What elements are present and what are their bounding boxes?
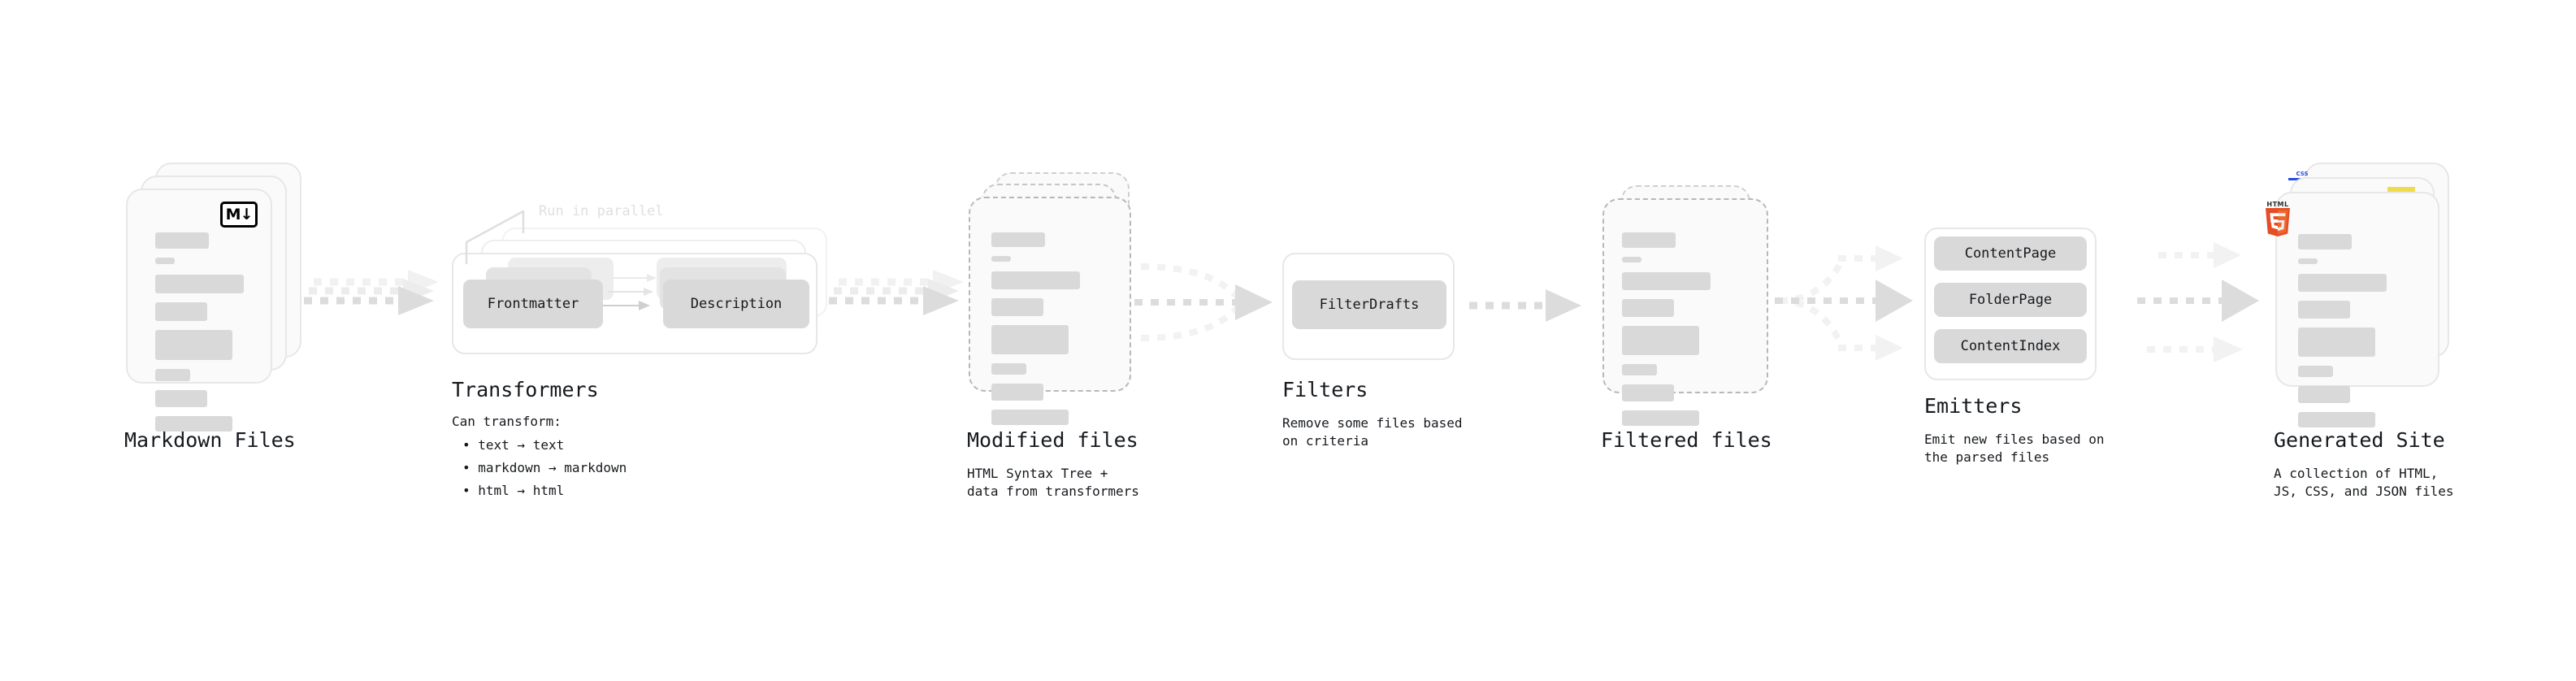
site-card-front: HTML [2266,192,2439,427]
modified-card-lines [991,232,1108,434]
transformer-node-description[interactable]: Description [663,280,809,328]
run-in-parallel-bracket [465,210,525,265]
filters-subtitle: Remove some files based on criteria [1282,415,1463,449]
connector-emitters-to-site [2137,242,2259,362]
filters-title: Filters [1282,378,1368,401]
markdown-badge: M↓ [220,202,258,228]
transformers-bullet-0: • text → text [462,436,564,454]
html5-shield-icon [2266,208,2290,236]
filtered-card-front [1602,198,1768,426]
transformers-bullet-1: • markdown → markdown [462,459,627,477]
emitter-node-contentindex-label: ContentIndex [1960,338,2061,354]
transformer-node-frontmatter[interactable]: Frontmatter [463,280,603,328]
emitter-node-contentpage[interactable]: ContentPage [1934,236,2087,271]
markdown-badge-label: M↓ [225,205,254,223]
emitters-title: Emitters [1924,394,2023,418]
markdown-card-front: M↓ [126,189,272,432]
generated-site-subtitle: A collection of HTML, JS, CSS, and JSON … [2274,466,2454,499]
modified-card-front [969,197,1131,425]
connector-md-to-transformers [304,270,439,315]
site-card-lines [2298,234,2417,436]
css-badge-label: CSS [2296,171,2309,177]
transformers-subtitle-text: Can transform: [452,414,562,429]
filter-node-filterdrafts-label: FilterDrafts [1319,297,1420,313]
transformers-title: Transformers [452,378,599,401]
connector-modified-to-filters [1134,263,1273,341]
run-in-parallel-label: Run in parallel [539,203,664,219]
filtered-card-lines [1622,232,1746,435]
transformers-bullet-0-text: • text → text [462,437,565,453]
markdown-files-title: Markdown Files [124,428,296,452]
generated-site-title: Generated Site [2274,428,2445,452]
modified-files-subtitle: HTML Syntax Tree + data from transformer… [967,466,1139,499]
emitter-node-folderpage[interactable]: FolderPage [1934,283,2087,317]
transformers-bullet-2: • html → html [462,482,564,500]
emitters-subtitle: Emit new files based on the parsed files [1924,432,2105,465]
emitter-node-folderpage-label: FolderPage [1968,292,2053,308]
connector-filtered-to-emitters [1775,245,1913,361]
connector-filters-to-filtered [1469,289,1581,322]
filtered-files-title: Filtered files [1601,428,1772,452]
transformers-bullet-2-text: • html → html [462,483,565,498]
connector-transformers-to-modified [829,270,964,315]
transformers-subtitle: Can transform: [452,413,562,431]
transformer-node-frontmatter-label: Frontmatter [487,296,579,312]
markdown-card-lines [155,232,249,440]
html5-badge-label: HTML [2266,201,2289,208]
transformers-bullet-1-text: • markdown → markdown [462,460,627,475]
filter-node-filterdrafts[interactable]: FilterDrafts [1292,280,1446,329]
transformer-inner-arrows [603,274,657,310]
emitter-node-contentpage-label: ContentPage [1964,245,2057,262]
transformer-node-description-label: Description [690,296,783,312]
modified-files-title: Modified files [967,428,1138,452]
html5-badge: HTML [2264,201,2292,241]
emitter-node-contentindex[interactable]: ContentIndex [1934,329,2087,363]
